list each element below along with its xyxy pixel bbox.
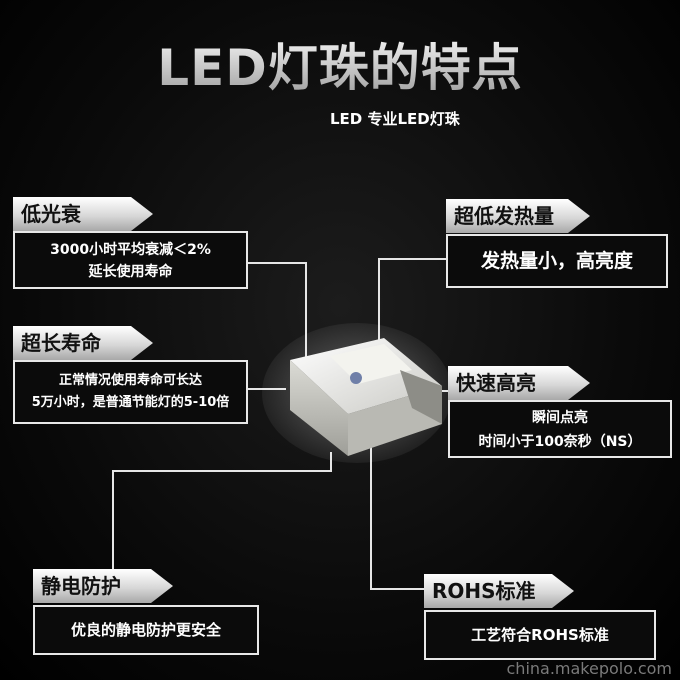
connector-rohs-v: [370, 440, 372, 590]
esd-box: 优良的静电防护更安全: [33, 605, 259, 655]
low-heat-box: 发热量小，高亮度: [446, 234, 668, 288]
long-life-line-2: 5万小时，是普通节能灯的5-10倍: [31, 395, 230, 410]
led-chip-image: [262, 318, 452, 468]
page-title: LED灯珠的特点: [0, 28, 680, 100]
rohs-line-1: 工艺符合ROHS标准: [471, 626, 609, 644]
fast-light-line-2: 时间小于100奈秒（NS）: [478, 434, 642, 450]
long-life-box: 正常情况使用寿命可长达 5万小时，是普通节能灯的5-10倍: [13, 360, 248, 424]
low-heat-header: 超低发热量: [446, 199, 590, 233]
low-decay-box: 3000小时平均衰减＜2% 延长使用寿命: [13, 231, 248, 289]
fast-light-header: 快速高亮: [448, 366, 590, 400]
watermark-text: china.makepolo.com: [506, 659, 673, 678]
connector-rohs-h: [370, 588, 426, 590]
rohs-box: 工艺符合ROHS标准: [424, 610, 656, 660]
esd-header: 静电防护: [33, 569, 173, 603]
low-decay-line-2: 延长使用寿命: [88, 264, 173, 280]
long-life-header: 超长寿命: [13, 326, 153, 360]
rohs-header: ROHS标准: [424, 574, 574, 608]
connector-esd-v: [112, 470, 114, 572]
long-life-line-1: 正常情况使用寿命可长达: [58, 373, 202, 388]
low-heat-line-1: 发热量小，高亮度: [480, 250, 633, 272]
connector-low-heat-h: [378, 258, 448, 260]
connector-low-decay-v: [305, 262, 307, 358]
connector-low-decay-h2: [246, 262, 307, 264]
esd-line-1: 优良的静电防护更安全: [70, 621, 221, 639]
connector-low-heat-v: [378, 258, 380, 342]
fast-light-line-1: 瞬间点亮: [532, 410, 588, 426]
fast-light-box: 瞬间点亮 时间小于100奈秒（NS）: [448, 400, 672, 458]
low-decay-line-1: 3000小时平均衰减＜2%: [50, 242, 211, 258]
connector-esd-v2: [330, 452, 332, 472]
low-decay-header: 低光衰: [13, 197, 153, 231]
connector-esd-h: [112, 470, 332, 472]
page-subtitle: LED 专业LED灯珠: [330, 110, 460, 128]
